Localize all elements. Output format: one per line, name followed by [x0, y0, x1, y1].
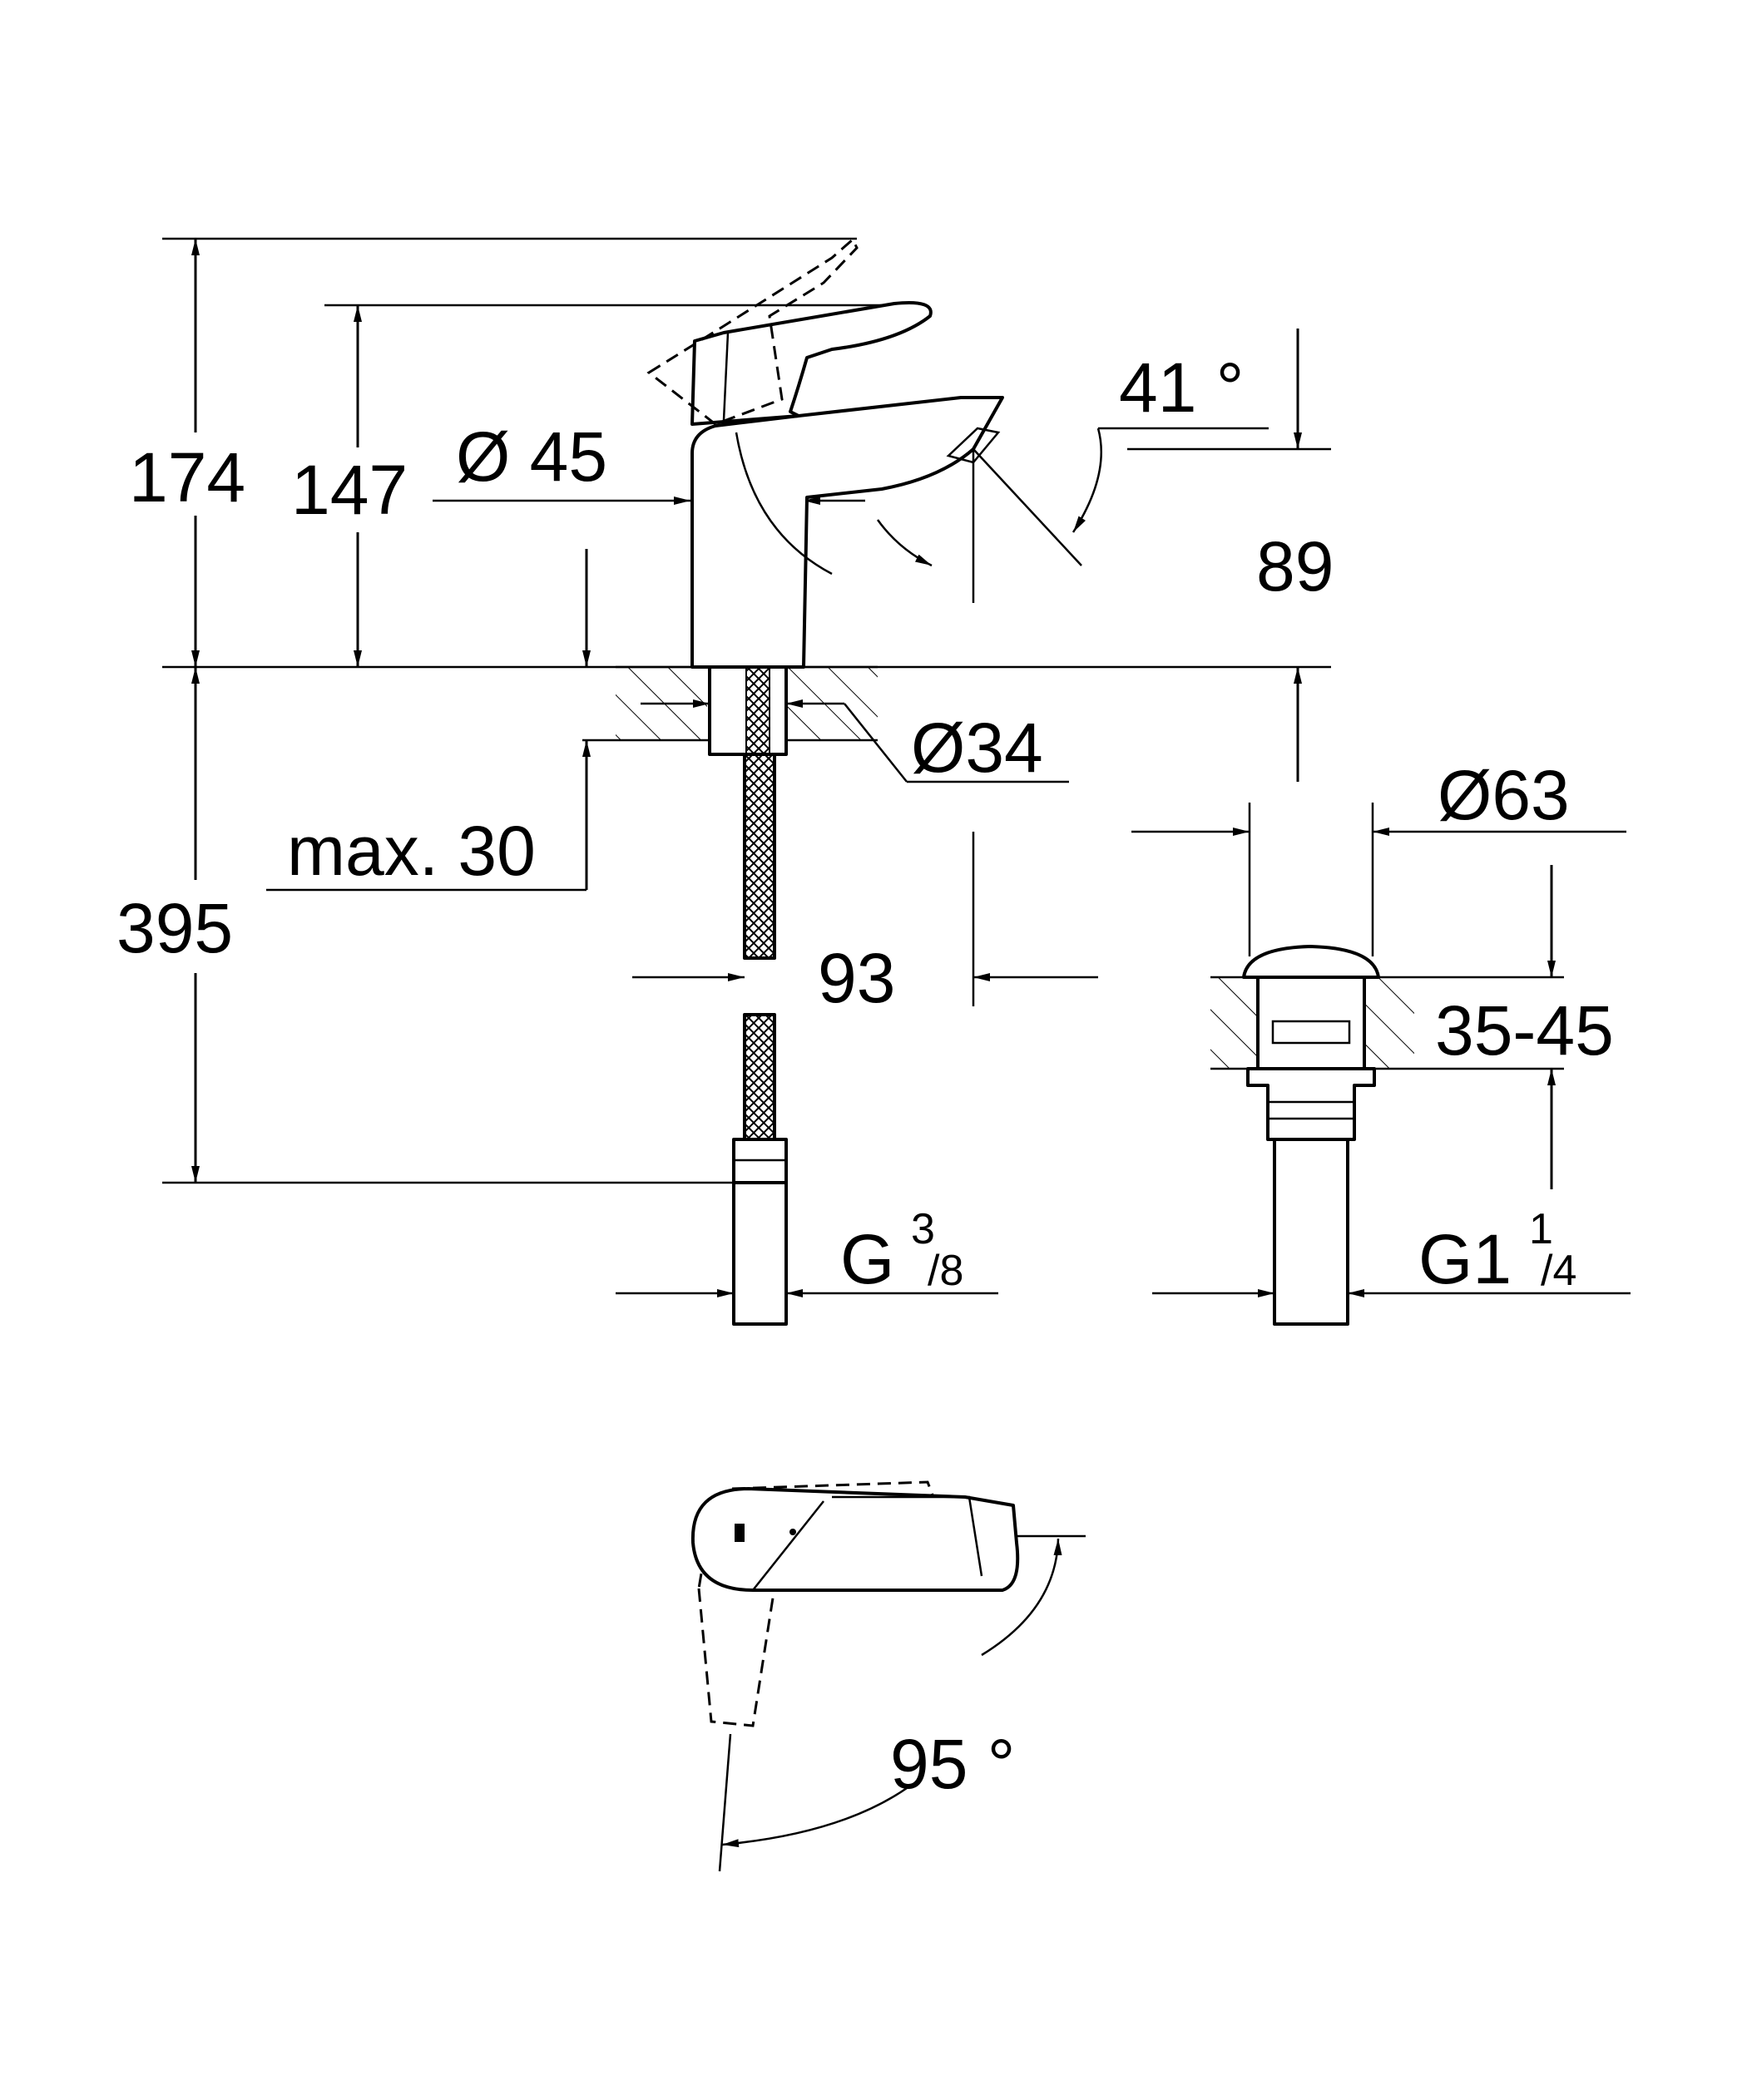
- dim-3545-label: 35-45: [1435, 991, 1614, 1070]
- dim-89-label: 89: [1256, 527, 1334, 605]
- angle-95-arc-bottom: [721, 1786, 908, 1848]
- center-dot: [789, 1529, 796, 1535]
- dim-95-label: 95 °: [890, 1725, 1015, 1803]
- aerator-mark: [735, 1524, 745, 1542]
- drain-pipe: [1273, 1138, 1349, 1326]
- dim-g38-den: /8: [928, 1247, 963, 1295]
- lever-raised-outline: [646, 237, 859, 426]
- angle-41-arc: [1071, 427, 1102, 533]
- dim-41-label: 41 °: [1119, 348, 1244, 427]
- lever-top-edge2: [752, 1500, 824, 1591]
- lever-edge: [722, 332, 730, 421]
- drain-body: [1256, 976, 1366, 1070]
- faucet-side-view: 174 147 395 Ø 45 41 ° 89: [116, 237, 1334, 1326]
- supply-hose-braid-upper: [746, 754, 773, 958]
- dim-g114-num: 1: [1529, 1205, 1553, 1253]
- dim-63-label: Ø63: [1438, 756, 1570, 834]
- shank-thread: [745, 666, 770, 755]
- dim-395-label: 395: [116, 889, 233, 967]
- dim-174-label: 174: [129, 438, 245, 516]
- angle-95-ray: [718, 1733, 732, 1872]
- dim-34-leader: [844, 703, 908, 783]
- supply-pipe: [732, 1181, 788, 1326]
- drain-cap: [1242, 945, 1380, 979]
- lever: [690, 301, 933, 426]
- dim-147-label: 147: [291, 451, 408, 529]
- spout-aerator: [946, 427, 1001, 464]
- dim-34-label: Ø34: [911, 709, 1043, 787]
- dim-g38-num: 3: [911, 1205, 935, 1253]
- supply-hose-braid-lower: [746, 1015, 773, 1139]
- dim-93-label: 93: [818, 939, 895, 1017]
- angle-41-ray: [973, 448, 1082, 566]
- lever-top-edge: [832, 1495, 983, 1577]
- dim-g114-den: /4: [1541, 1247, 1576, 1295]
- dim-g38-main: G: [840, 1220, 894, 1298]
- dim-max30-label: max. 30: [287, 812, 536, 890]
- faucet-body: [690, 396, 1004, 669]
- drain-view: Ø63 35-45 G1 1 /4: [1131, 756, 1631, 1326]
- angle-95-arc-top: [981, 1538, 1062, 1657]
- dim-g114-main: G1: [1418, 1220, 1512, 1298]
- faucet-top-view: 95 °: [690, 1480, 1086, 1872]
- spout-swing-arc: [876, 519, 933, 567]
- drain-slot: [1271, 1020, 1351, 1045]
- drain-nut: [1246, 1067, 1376, 1141]
- lever-swing-arc: [735, 432, 833, 576]
- dim-45-label: Ø 45: [456, 418, 607, 496]
